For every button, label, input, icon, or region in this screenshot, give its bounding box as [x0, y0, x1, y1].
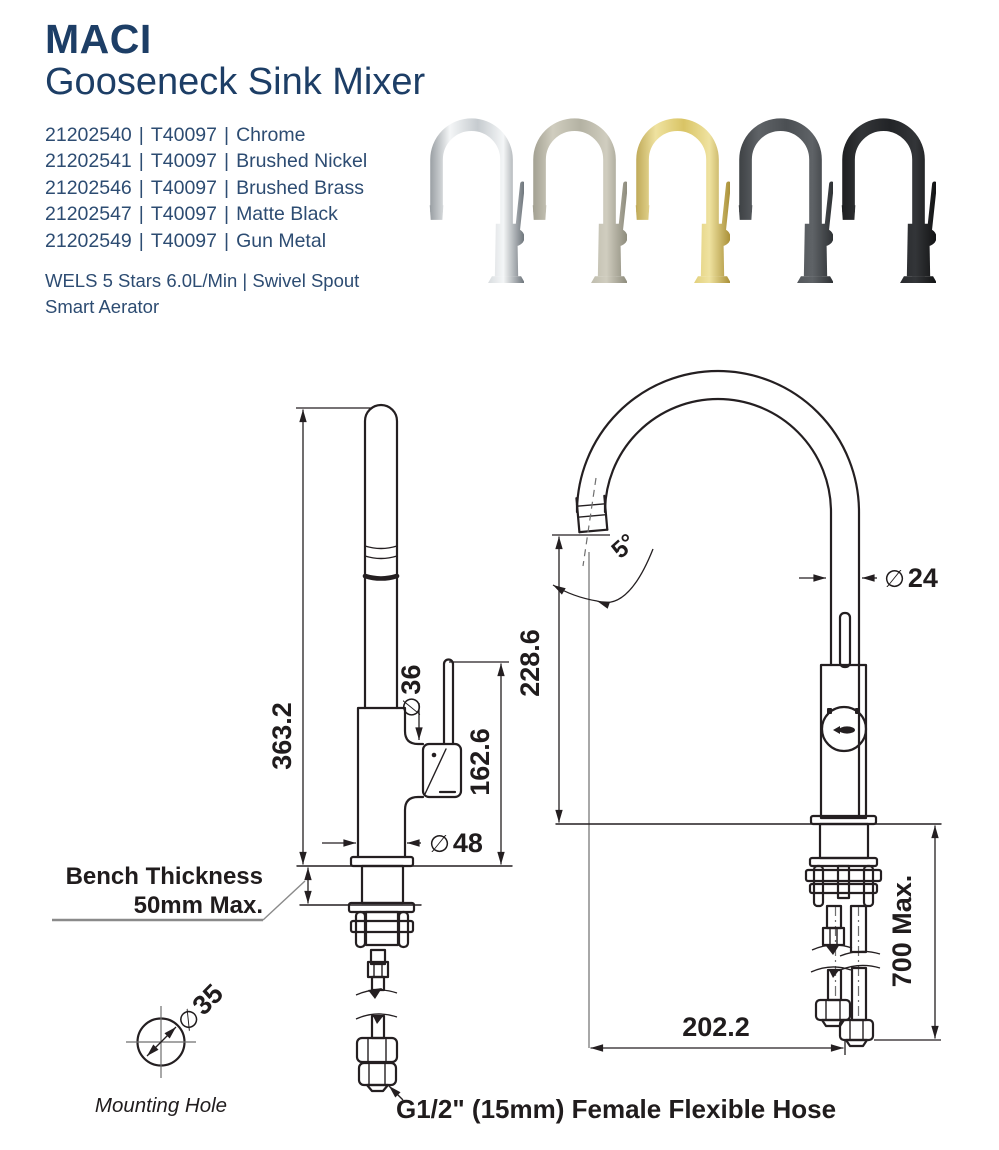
dim-overall-height: 363.2 [267, 702, 297, 770]
faucet-shape [841, 118, 936, 284]
product-finish: Chrome [236, 124, 306, 146]
dim-tube-diameter: ∅24 [884, 563, 938, 593]
dim-base-diameter: ∅48 [429, 828, 483, 858]
front-view-dimensions: 363.2 ∅36 162.6 ∅48 Bench Thickness 50mm… [66, 407, 509, 919]
technical-drawing: 363.2 ∅36 162.6 ∅48 Bench Thickness 50mm… [52, 369, 942, 1124]
product-code-row: 21202547 | T40097 | Matte Black [45, 201, 367, 227]
product-code: 21202549 [45, 229, 132, 252]
base-flange [349, 855, 415, 868]
separator: | [138, 124, 144, 146]
spout-outlet [575, 494, 609, 534]
product-series: T40097 [150, 176, 217, 199]
handle-lever [442, 658, 455, 746]
product-code: 21202546 [45, 176, 132, 199]
bench-thickness-label-2: 50mm Max. [134, 892, 263, 919]
product-code: 21202541 [45, 150, 132, 173]
faucet-shape [429, 118, 524, 284]
product-code-list: 21202540 | T40097 | Chrome 21202541 | T40097 | B… [45, 122, 367, 254]
product-subtitle: Gooseneck Sink Mixer [45, 61, 426, 103]
indicator-dial [820, 705, 868, 753]
side-view-dimensions: 5° 228.6 ∅24 700 Max. 202.2 [515, 529, 941, 1055]
dim-reach: 202.2 [682, 1012, 750, 1042]
hose-hex-fitting-right [838, 1018, 875, 1042]
faucet-image-brushed-nickel [532, 118, 627, 284]
dim-outlet-height: 228.6 [515, 629, 545, 697]
product-finish: Matte Black [236, 203, 338, 226]
mounting-hole-detail: ∅35 Mounting Hole [95, 978, 229, 1117]
gooseneck-outer [575, 369, 861, 818]
product-code: 21202547 [45, 203, 132, 226]
finish-images [421, 104, 946, 288]
separator: | [138, 203, 144, 226]
shank [360, 864, 405, 905]
product-series: T40097 [150, 229, 217, 252]
product-code-row: 21202546 | T40097 | Brushed Brass [45, 175, 367, 201]
product-series: T40097 [150, 124, 217, 146]
product-finish: Brushed Nickel [236, 150, 368, 173]
separator: | [138, 229, 144, 252]
product-code-row: 21202541 | T40097 | Brushed Nickel [45, 148, 367, 174]
dim-spout-angle: 5° [606, 529, 641, 564]
faucet-image-gun-metal [738, 118, 833, 284]
page-title: MACI [45, 16, 152, 62]
bench-lines [52, 865, 513, 922]
dim-under-bench: 700 Max. [887, 875, 917, 988]
product-series: T40097 [150, 150, 217, 173]
separator: | [223, 229, 230, 252]
dim-spout-diameter: ∅36 [396, 665, 426, 718]
faucet-image-brushed-brass [635, 118, 730, 284]
separator: | [138, 176, 144, 199]
faucet-image-chrome [429, 118, 524, 284]
hose-hex-fitting-left [814, 998, 852, 1022]
features-line-2: Smart Aerator [45, 295, 160, 317]
hose-hex-fitting [355, 1036, 399, 1064]
separator: | [138, 150, 144, 173]
product-code-row: 21202549 | T40097 | Gun Metal [45, 228, 367, 254]
faucet-shape [532, 118, 627, 284]
faucet-image-matte-black [841, 118, 936, 284]
spout-tube [363, 403, 399, 710]
front-view [347, 403, 463, 1093]
mixer-body [356, 706, 425, 859]
product-code-row: 21202540 | T40097 | Chrome [45, 122, 367, 148]
mounting-hole-label: Mounting Hole [95, 1094, 227, 1117]
separator: | [223, 203, 230, 226]
handle-lever-side [838, 611, 852, 669]
features-text: WELS 5 Stars 6.0L/Min | Swivel Spout Sma… [45, 268, 359, 319]
gooseneck-inner [603, 397, 833, 667]
mounting-nut [349, 919, 415, 934]
mixer-body-side [819, 663, 868, 820]
product-finish: Gun Metal [236, 229, 327, 252]
faucet-shape [738, 118, 833, 284]
product-finish: Brushed Brass [236, 176, 364, 199]
separator: | [223, 124, 230, 146]
separator: | [223, 176, 230, 199]
hose-callout: G1/2" (15mm) Female Flexible Hose [388, 1085, 836, 1124]
dim-handle-height: 162.6 [465, 728, 495, 796]
handle-base [421, 742, 463, 799]
features-line-1: WELS 5 Stars 6.0L/Min | Swivel Spout [45, 270, 360, 291]
bench-thickness-label-1: Bench Thickness [66, 863, 263, 890]
product-code: 21202540 [45, 124, 132, 146]
side-view [555, 369, 942, 1048]
hose-label: G1/2" (15mm) Female Flexible Hose [396, 1094, 836, 1124]
product-series: T40097 [150, 203, 217, 226]
faucet-shape [635, 118, 730, 284]
separator: | [223, 150, 230, 173]
